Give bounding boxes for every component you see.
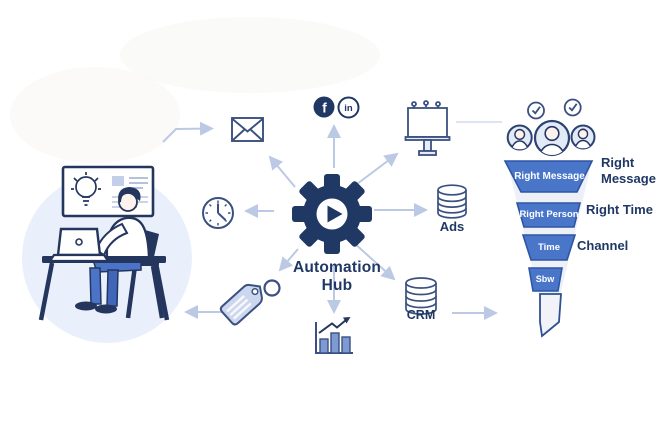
linkedin-letters: in	[344, 103, 353, 114]
connector-arrow	[278, 248, 299, 272]
avatar	[506, 124, 533, 151]
funnel-side-label-channel: Channel	[577, 238, 629, 253]
laptop	[47, 227, 111, 263]
facebook-icon: f	[313, 96, 335, 118]
funnel-segment-label: Time	[537, 242, 560, 253]
ads-database-icon	[437, 184, 467, 219]
funnel-segment-label: Right Person	[519, 209, 579, 220]
crm-label: CRM	[407, 308, 435, 322]
funnel-side-label-right-time: Right Time	[586, 202, 653, 217]
checkmark-icon	[563, 98, 582, 117]
funnel-segment	[503, 160, 594, 193]
person-hair	[118, 187, 141, 203]
funnel-side-label-right-message: Right Message	[601, 155, 656, 186]
automation-hub-gear	[292, 174, 372, 254]
funnel-segment	[521, 234, 577, 261]
person-shoe	[75, 301, 97, 311]
avatar	[533, 119, 571, 157]
connector-arrow	[352, 241, 396, 281]
lightbulb-icon	[71, 172, 101, 206]
funnel-segment	[528, 267, 563, 292]
ads-label: Ads	[440, 219, 465, 234]
funnel-segment	[515, 202, 582, 228]
billboard-icon	[404, 100, 451, 156]
person-shoe	[95, 304, 117, 314]
connector-arrow	[356, 152, 399, 185]
funnel	[503, 160, 594, 338]
audience-avatars	[506, 98, 596, 157]
linkedin-icon: in	[337, 96, 360, 119]
clock-icon	[202, 197, 234, 229]
price-tag-icon	[219, 279, 281, 326]
connector-arrow	[162, 121, 214, 143]
funnel-body	[507, 161, 592, 296]
funnel-segment-label: Right Message	[514, 171, 585, 182]
bar-chart-icon	[315, 317, 353, 354]
email-icon	[231, 117, 264, 142]
funnel-segment-label: Sbw	[535, 274, 555, 284]
checkmark-icon	[527, 101, 545, 120]
connector-arrow	[268, 155, 296, 188]
hub-label: Automation Hub	[292, 259, 382, 294]
background-smudge	[10, 67, 180, 163]
whiteboard	[61, 165, 155, 218]
trend-arrow	[318, 319, 347, 334]
funnel-spout	[539, 293, 562, 338]
facebook-letter: f	[322, 100, 327, 116]
person-at-desk-illustration	[22, 165, 192, 343]
background-smudge	[120, 17, 380, 93]
play-icon	[327, 205, 343, 223]
avatar	[570, 124, 596, 150]
crm-database-icon	[405, 277, 437, 315]
